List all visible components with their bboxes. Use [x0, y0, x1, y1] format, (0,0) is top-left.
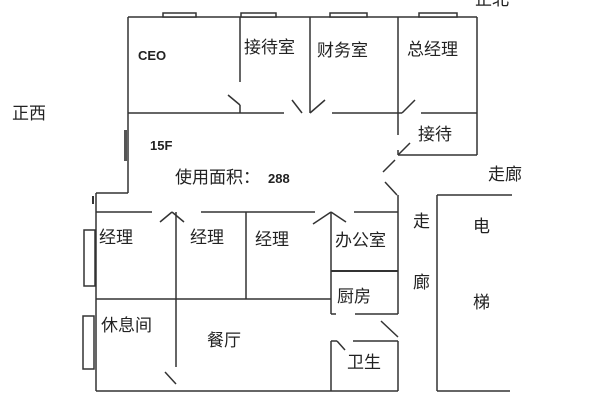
room-kitchen: 厨房	[337, 287, 371, 307]
compass-north: 正北	[475, 0, 509, 10]
room-reception: 接待	[418, 125, 452, 145]
window-7	[124, 130, 127, 161]
door-gm	[401, 99, 416, 114]
door-entry-1	[382, 159, 396, 173]
compass-west: 正西	[12, 104, 46, 124]
room-manager-3: 经理	[255, 230, 289, 250]
room-office: 办公室	[335, 231, 386, 251]
elevator-2: 梯	[473, 293, 490, 313]
room-reception-room: 接待室	[244, 38, 295, 58]
door-kitchen	[380, 320, 399, 338]
room-manager-2: 经理	[190, 228, 224, 248]
floor-label: 15F	[150, 138, 173, 153]
elevator-1: 电	[473, 217, 490, 237]
area-value: 288	[268, 171, 290, 186]
door-dining	[164, 371, 177, 385]
corridor-vertical-2: 廊	[413, 273, 430, 293]
room-manager-1: 经理	[99, 228, 133, 248]
room-restroom: 卫生	[347, 353, 381, 373]
door-manager-2	[171, 211, 185, 223]
room-general-manager: 总经理	[407, 40, 458, 60]
room-finance: 财务室	[317, 41, 368, 61]
door-office	[312, 211, 332, 225]
window-4	[418, 12, 458, 18]
room-dining: 餐厅	[207, 331, 241, 351]
door-reception-room	[291, 99, 303, 114]
door-reception	[397, 142, 411, 156]
room-ceo: CEO	[138, 48, 167, 63]
door-restroom	[336, 340, 346, 351]
window-1	[162, 12, 197, 18]
area-label: 使用面积：	[175, 168, 260, 188]
door-finance	[309, 99, 326, 114]
door-entry-2	[384, 181, 398, 196]
window-2	[240, 12, 277, 18]
window-5	[83, 229, 96, 287]
corridor-top: 走廊	[488, 165, 522, 185]
wall-marker	[92, 196, 94, 204]
door-ceo	[227, 94, 241, 106]
window-6	[82, 315, 95, 370]
corridor-vertical-1: 走	[413, 212, 430, 232]
room-lounge: 休息间	[101, 316, 152, 336]
door-manager-1	[159, 211, 173, 223]
window-3	[329, 12, 368, 18]
